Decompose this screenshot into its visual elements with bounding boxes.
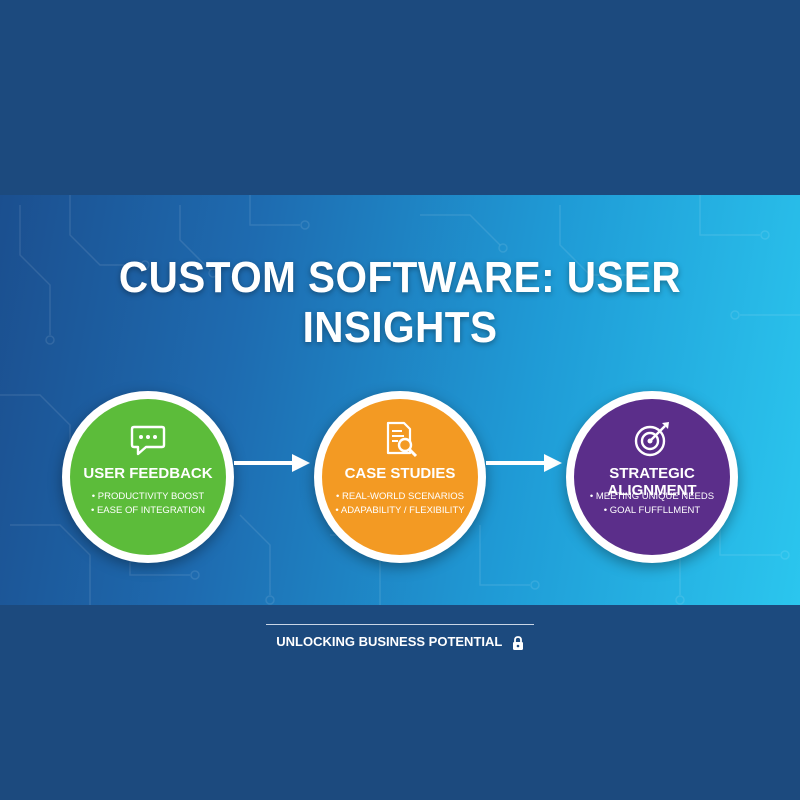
bullet-item: GOAL FUFFLLMENT [574, 504, 730, 518]
bullet-item: PRODUCTIVITY BOOST [70, 490, 226, 504]
case-studies-label: CASE STUDIES [344, 465, 456, 482]
footer-divider [266, 624, 534, 625]
arrow-right-icon [234, 454, 310, 472]
arrow-right-icon [486, 454, 562, 472]
footer-text: UNLOCKING BUSINESS POTENTIAL [276, 634, 503, 649]
speech-bubble-icon [130, 425, 166, 456]
bullet-item: ADAPABILITY / FLEXIBILITY [322, 504, 478, 518]
case-studies-bullets: REAL-WORLD SCENARIOS ADAPABILITY / FLEXI… [322, 490, 478, 518]
strategic-alignment-bullets: MEETING UNIQUE NEEDS GOAL FUFFLLMENT [574, 490, 730, 518]
bullet-item: REAL-WORLD SCENARIOS [322, 490, 478, 504]
footer: UNLOCKING BUSINESS POTENTIAL [0, 634, 800, 650]
case-studies-circle: CASE STUDIES REAL-WORLD SCENARIOS ADAPAB… [322, 399, 478, 555]
page-title: CUSTOM SOFTWARE: USER INSIGHTS [118, 253, 682, 352]
target-icon [634, 422, 669, 457]
strategic-alignment-circle: STRATEGIC ALIGNMENT MEETING UNIQUE NEEDS… [574, 399, 730, 555]
lock-icon [512, 635, 523, 650]
case-studies-node: CASE STUDIES REAL-WORLD SCENARIOS ADAPAB… [314, 391, 486, 563]
bullet-item: MEETING UNIQUE NEEDS [574, 490, 730, 504]
user-feedback-bullets: PRODUCTIVITY BOOST EASE OF INTEGRATION [70, 490, 226, 518]
bullet-item: EASE OF INTEGRATION [70, 504, 226, 518]
banner: CUSTOM SOFTWARE: USER INSIGHTS USER FEED… [0, 195, 800, 605]
user-feedback-node: USER FEEDBACK PRODUCTIVITY BOOST EASE OF… [62, 391, 234, 563]
strategic-alignment-node: STRATEGIC ALIGNMENT MEETING UNIQUE NEEDS… [566, 391, 738, 563]
document-search-icon [386, 421, 418, 458]
user-feedback-circle: USER FEEDBACK PRODUCTIVITY BOOST EASE OF… [70, 399, 226, 555]
user-feedback-label: USER FEEDBACK [83, 465, 213, 482]
